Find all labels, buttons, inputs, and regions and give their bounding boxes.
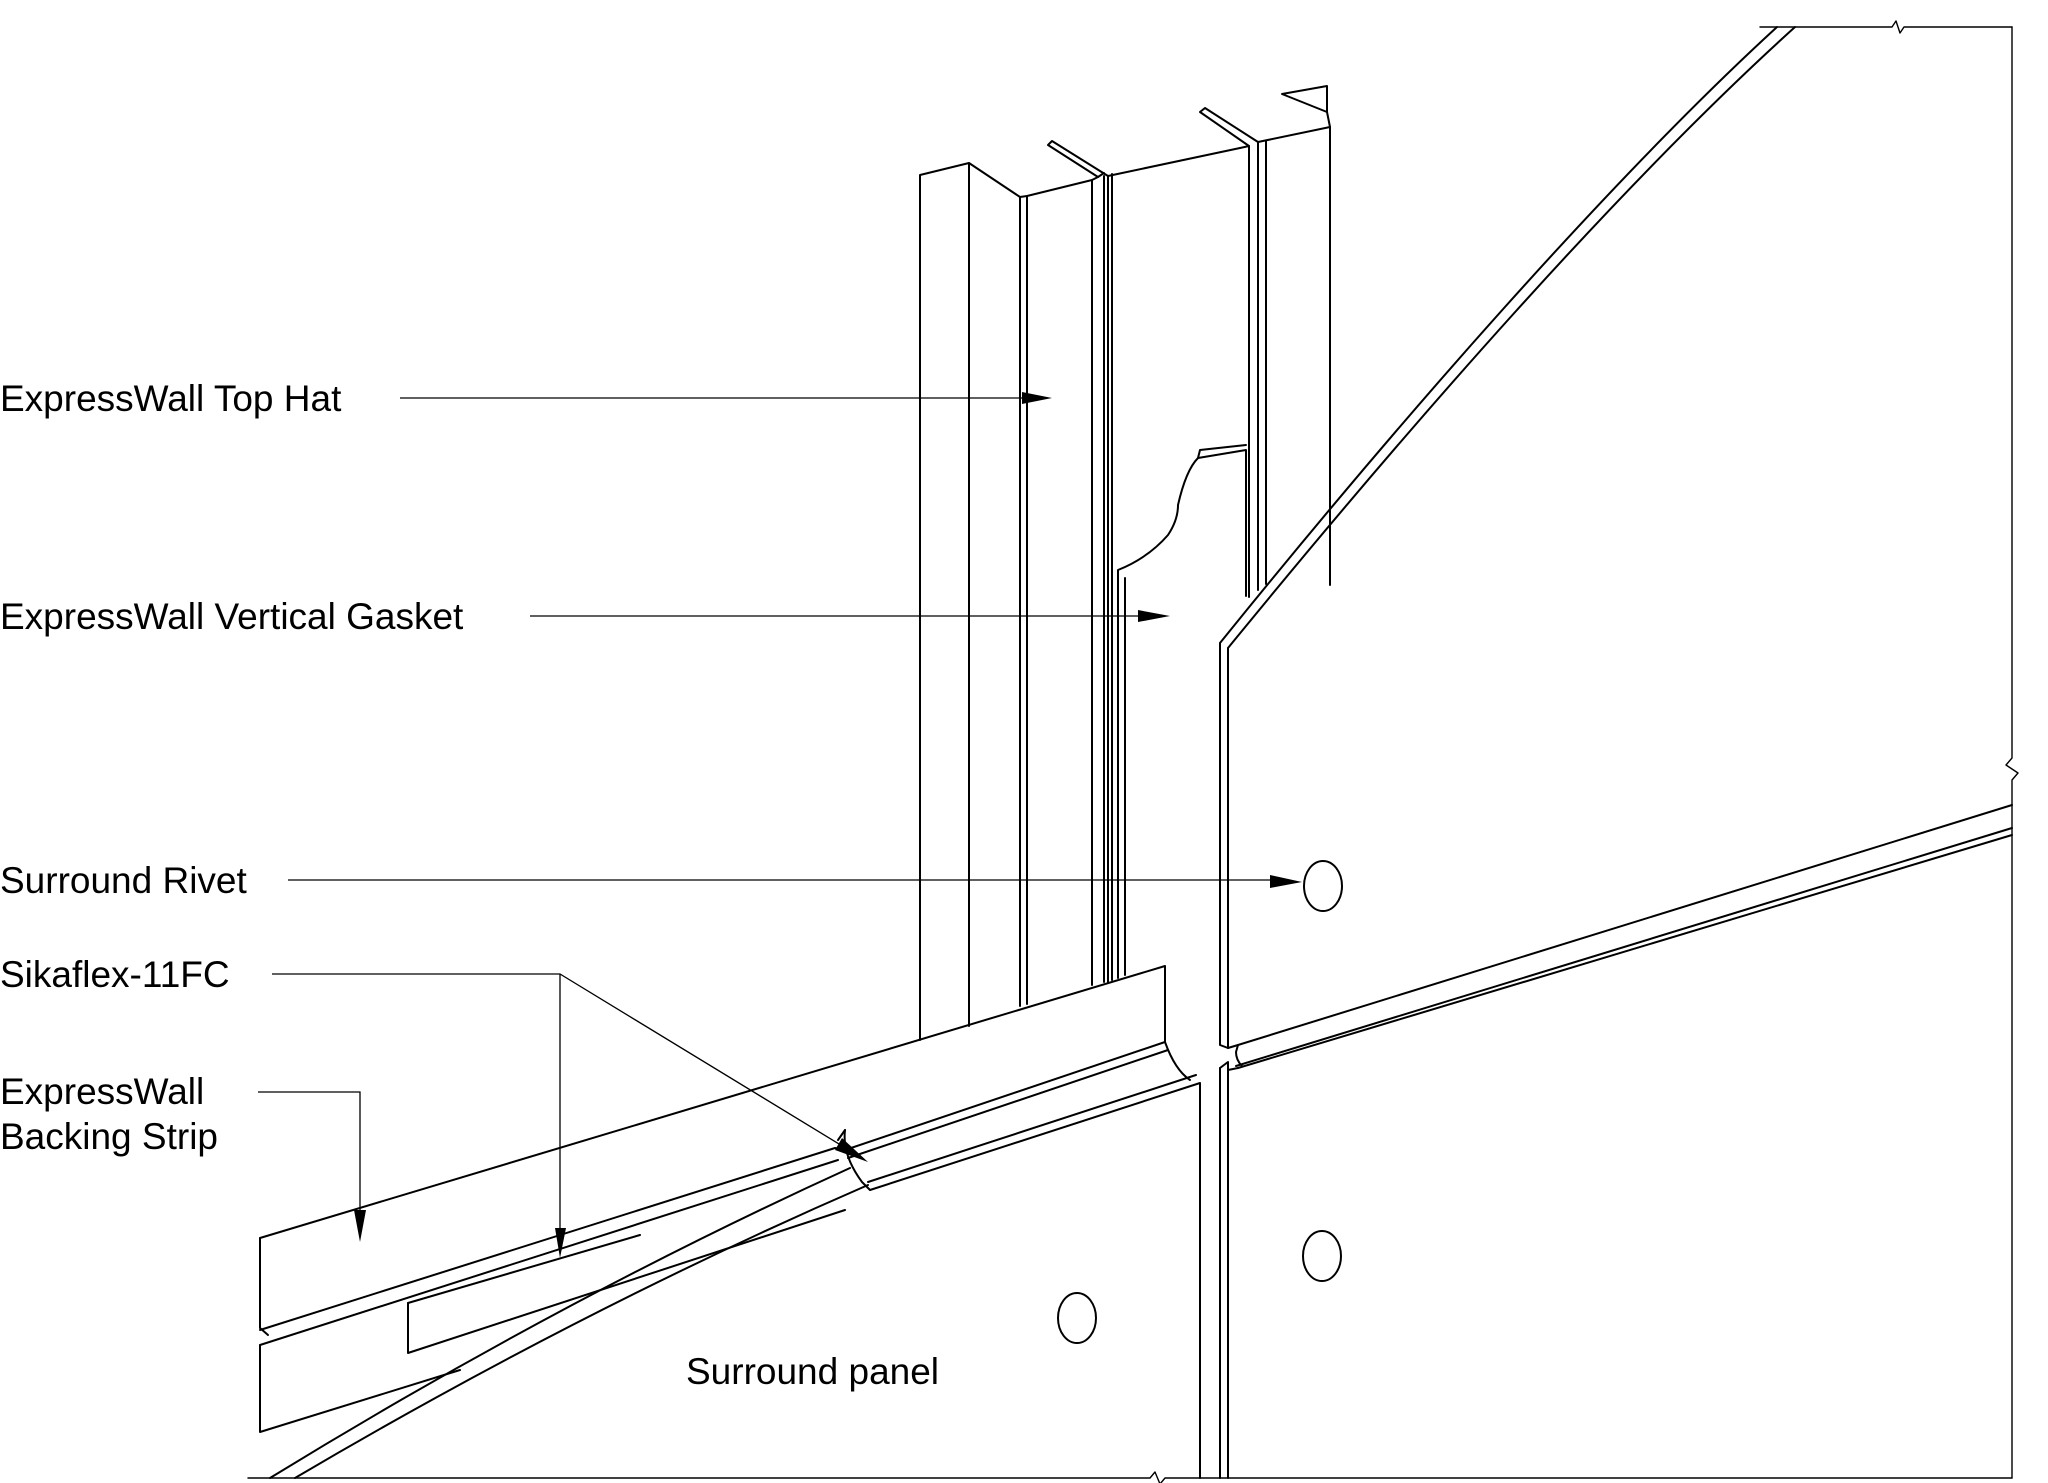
right-upper-panel [1219,26,2013,1067]
surround-panel-profile [269,1074,1201,1479]
rivet-upper-right [1303,860,1343,912]
frame-lines [247,20,2019,1483]
label-backing-strip-line1: ExpressWall [0,1071,204,1112]
right-lower-panel [1219,834,2013,1479]
label-surround-panel: Surround panel [686,1351,939,1392]
rivet-lower-left [1057,1292,1097,1344]
rivet-lower-right [1302,1230,1342,1282]
arrow-top-hat [1022,392,1052,404]
label-vertical-gasket: ExpressWall Vertical Gasket [0,596,464,637]
arrow-vertical-gasket [1138,610,1170,622]
backing-strip-profile [259,965,1191,1433]
label-surround-rivet: Surround Rivet [0,860,248,901]
arrow-backing-strip [354,1210,366,1242]
arrow-surround-rivet [1270,875,1302,888]
label-top-hat: ExpressWall Top Hat [0,378,342,419]
label-backing-strip-line2: Backing Strip [0,1116,218,1157]
labels: ExpressWall Top Hat ExpressWall Vertical… [0,378,939,1392]
leader-lines [258,392,1302,1258]
top-hat-profile [919,85,1331,1041]
vertical-gasket-profile [1117,444,1247,979]
arrow-sikaflex-strip [555,1228,566,1258]
rivets [1057,860,1343,1344]
arrow-sikaflex-sealant [835,1138,868,1162]
label-sikaflex: Sikaflex-11FC [0,954,230,995]
